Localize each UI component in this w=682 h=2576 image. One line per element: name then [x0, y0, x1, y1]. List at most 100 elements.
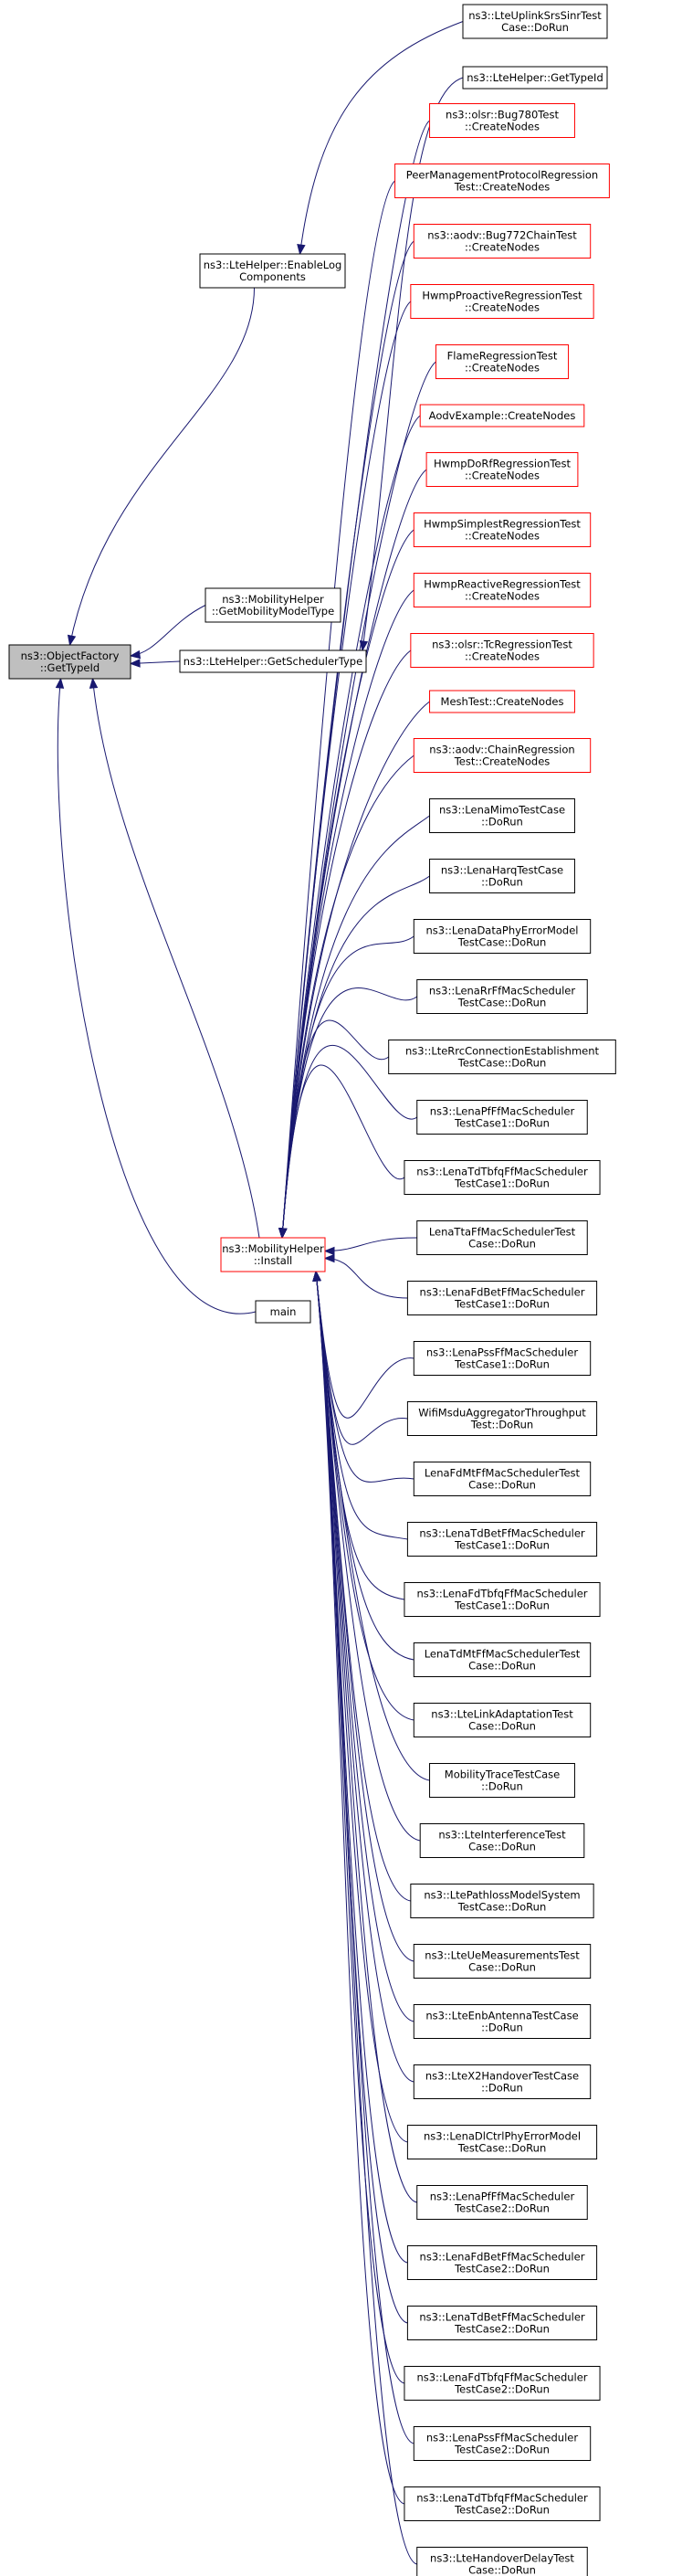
call-edge [281, 589, 414, 1239]
node-ns3-lenadataphyerrormodel-testcase-dorun[interactable]: ns3::LenaDataPhyErrorModelTestCase::DoRu… [413, 919, 592, 954]
node-box [425, 452, 579, 487]
node-ns3-lenaharqtestcase-dorun[interactable]: ns3::LenaHarqTestCase::DoRun [429, 859, 575, 893]
node-mobilitytracetestcase-dorun[interactable]: MobilityTraceTestCase::DoRun [429, 1763, 575, 1798]
node-label: HwmpProactiveRegressionTest [422, 290, 582, 302]
node-hwmpproactiveregressiontest-createnodes[interactable]: HwmpProactiveRegressionTest::CreateNodes [410, 284, 594, 319]
node-box [413, 512, 592, 547]
node-flameregressiontest-createnodes[interactable]: FlameRegressionTest::CreateNodes [435, 344, 570, 379]
node-label: Test::CreateNodes [454, 181, 551, 194]
node-ns3-lenatdbetffmacscheduler-testcase2-dorun[interactable]: ns3::LenaTdBetFfMacSchedulerTestCase2::D… [406, 2306, 598, 2340]
node-box [406, 2306, 598, 2340]
node-label: ::CreateNodes [465, 301, 540, 314]
node-box [416, 1220, 588, 1255]
node-box [205, 587, 341, 623]
node-box [429, 690, 575, 713]
node-label: TestCase::DoRun [457, 936, 546, 949]
node-ns3-lenafdbetffmacscheduler-testcase1-dorun[interactable]: ns3::LenaFdBetFfMacSchedulerTestCase1::D… [406, 1281, 598, 1315]
node-ns3-ltex2handovertestcase-dorun[interactable]: ns3::LteX2HandoverTestCase::DoRun [413, 2064, 592, 2099]
node-ns3-lenapfffmacscheduler-testcase1-dorun[interactable]: ns3::LenaPfFfMacSchedulerTestCase1::DoRu… [416, 1100, 588, 1135]
node-ns3-aodv-chainregression-test-createnodes[interactable]: ns3::aodv::ChainRegressionTest::CreateNo… [413, 738, 592, 773]
node-ns3-lenafdtbfqffmacscheduler-testcase1-dorun[interactable]: ns3::LenaFdTbfqFfMacSchedulerTestCase1::… [404, 1582, 601, 1617]
node-box [416, 979, 588, 1014]
node-ns3-lterrcconnectionestablishment-testcase-dorun[interactable]: ns3::LteRrcConnectionEstablishmentTestCa… [388, 1040, 616, 1074]
node-box [419, 1823, 585, 1858]
node-box [413, 1642, 592, 1677]
node-label: ns3::LteEnbAntennaTestCase [425, 2010, 578, 2022]
node-label: ::DoRun [481, 1780, 523, 1793]
node-box [394, 164, 610, 198]
node-box [410, 284, 594, 319]
node-label: ns3::LenaTdBetFfMacScheduler [419, 1527, 585, 1540]
node-box [404, 2366, 601, 2401]
node-ns3-aodv-bug772chaintest-createnodes[interactable]: ns3::aodv::Bug772ChainTest::CreateNodes [413, 224, 592, 259]
node-ns3-mobilityhelper-getmobilitymodeltype[interactable]: ns3::MobilityHelper::GetMobilityModelTyp… [205, 587, 341, 623]
node-hwmpdorfregressiontest-createnodes[interactable]: HwmpDoRfRegressionTest::CreateNodes [425, 452, 579, 487]
node-label: TestCase2::DoRun [454, 2263, 550, 2275]
node-ns3-lenapfffmacscheduler-testcase2-dorun[interactable]: ns3::LenaPfFfMacSchedulerTestCase2::DoRu… [416, 2185, 588, 2220]
node-box [406, 1522, 598, 1557]
node-label: ::DoRun [481, 2082, 523, 2095]
node-ns3-ltehelper-getschedulertype[interactable]: ns3::LteHelper::GetSchedulerType [179, 649, 367, 673]
node-peermanagementprotocolregression-test-createnodes[interactable]: PeerManagementProtocolRegressionTest::Cr… [394, 164, 610, 198]
edge-arrowhead [297, 243, 306, 256]
node-hwmpsimplestregressiontest-createnodes[interactable]: HwmpSimplestRegressionTest::CreateNodes [413, 512, 592, 547]
node-box [413, 2064, 592, 2099]
node-ns3-ltehelper-gettypeid[interactable]: ns3::LteHelper::GetTypeId [462, 66, 608, 90]
call-edge [315, 1271, 414, 2083]
node-hwmpreactiveregressiontest-createnodes[interactable]: HwmpReactiveRegressionTest::CreateNodes [413, 573, 592, 607]
call-edge [92, 678, 260, 1239]
node-ns3-lenafdtbfqffmacscheduler-testcase2-dorun[interactable]: ns3::LenaFdTbfqFfMacSchedulerTestCase2::… [404, 2366, 601, 2401]
node-label: ns3::aodv::Bug772ChainTest [427, 229, 577, 242]
node-label: TestCase1::DoRun [454, 1599, 550, 1612]
node-box [413, 2426, 592, 2461]
node-box [410, 1884, 594, 1918]
node-ns3-olsr-tcregressiontest-createnodes[interactable]: ns3::olsr::TcRegressionTest::CreateNodes [410, 633, 594, 668]
node-ns3-lenatdbetffmacscheduler-testcase1-dorun[interactable]: ns3::LenaTdBetFfMacSchedulerTestCase1::D… [406, 1522, 598, 1557]
node-label: LenaFdMtFfMacSchedulerTest [425, 1467, 581, 1480]
node-ns3-lenadlctrlphyerrormodel-testcase-dorun[interactable]: ns3::LenaDlCtrlPhyErrorModelTestCase::Do… [406, 2125, 598, 2159]
node-ns3-lenamimotestcase-dorun[interactable]: ns3::LenaMimoTestCase::DoRun [429, 798, 575, 833]
call-edge [324, 1258, 408, 1299]
node-box [406, 1281, 598, 1315]
node-ns3-lenapssffmacscheduler-testcase2-dorun[interactable]: ns3::LenaPssFfMacSchedulerTestCase2::DoR… [413, 2426, 592, 2461]
node-box [416, 1100, 588, 1135]
node-label: Case::DoRun [468, 1841, 536, 1853]
node-ns3-lteenbantennatestcase-dorun[interactable]: ns3::LteEnbAntennaTestCase::DoRun [413, 2004, 592, 2039]
node-box [410, 633, 594, 668]
node-ns3-lenafdbetffmacscheduler-testcase2-dorun[interactable]: ns3::LenaFdBetFfMacSchedulerTestCase2::D… [406, 2245, 598, 2280]
edge-arrowhead [129, 649, 142, 660]
node-aodvexample-createnodes[interactable]: AodvExample::CreateNodes [419, 404, 585, 428]
node-main[interactable]: main [255, 1300, 311, 1324]
node-box [404, 2486, 601, 2521]
node-meshtest-createnodes[interactable]: MeshTest::CreateNodes [429, 690, 575, 713]
call-edge [281, 415, 421, 1239]
node-ns3-objectfactory-gettypeid[interactable]: ns3::ObjectFactory::GetTypeId [8, 644, 131, 680]
edge-arrowhead [89, 677, 99, 689]
node-box [462, 66, 608, 90]
node-ns3-lenatdtbfqffmacscheduler-testcase2-dorun[interactable]: ns3::LenaTdTbfqFfMacSchedulerTestCase2::… [404, 2486, 601, 2521]
node-box [404, 1582, 601, 1617]
node-box [429, 103, 575, 138]
call-edge [281, 180, 395, 1239]
node-label: ns3::LenaFdBetFfMacScheduler [420, 2251, 585, 2264]
node-ns3-olsr-bug780test-createnodes[interactable]: ns3::olsr::Bug780Test::CreateNodes [429, 103, 575, 138]
node-ns3-ltepathlossmodelsystem-testcase-dorun[interactable]: ns3::LtePathlossModelSystemTestCase::DoR… [410, 1884, 594, 1918]
node-label: Case::DoRun [468, 1660, 536, 1673]
node-ns3-lenapssffmacscheduler-testcase1-dorun[interactable]: ns3::LenaPssFfMacSchedulerTestCase1::DoR… [413, 1341, 592, 1376]
node-ns3-mobilityhelper-install[interactable]: ns3::MobilityHelper::Install [220, 1237, 326, 1272]
node-label: ns3::LenaFdBetFfMacScheduler [420, 1286, 585, 1299]
node-label: MeshTest::CreateNodes [441, 695, 564, 708]
node-ns3-lenatdtbfqffmacscheduler-testcase1-dorun[interactable]: ns3::LenaTdTbfqFfMacSchedulerTestCase1::… [404, 1160, 601, 1195]
